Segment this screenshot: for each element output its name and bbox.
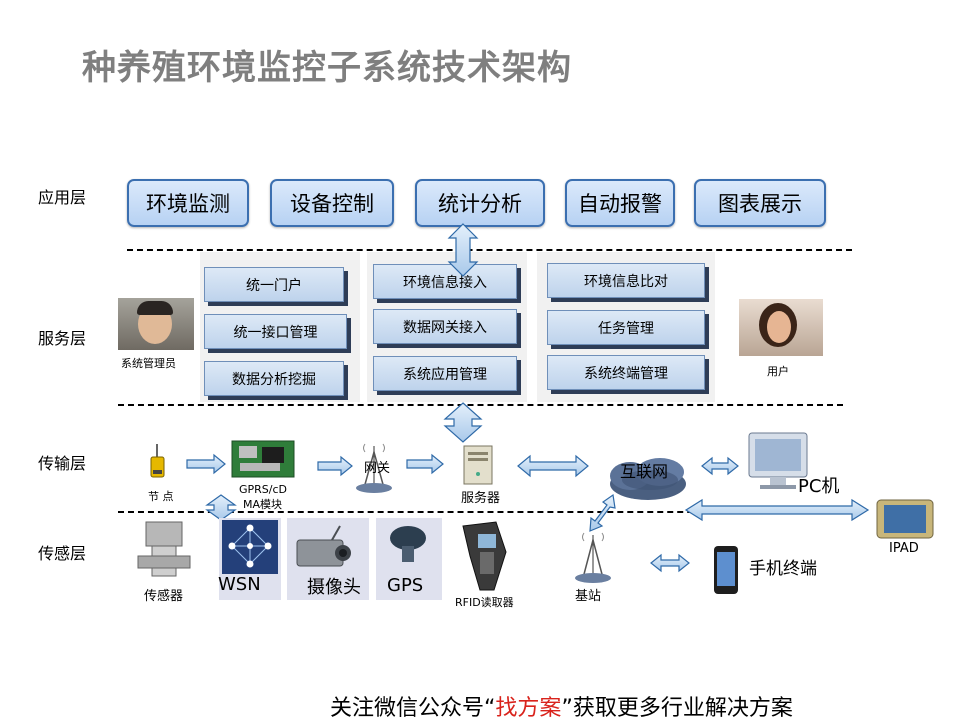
gps-label: GPS	[387, 575, 424, 596]
gateway-label: 网关	[364, 461, 391, 476]
app-statistics: 统计分析	[415, 179, 545, 227]
gprs-label-line1: GPRS/cD	[239, 483, 288, 496]
node-label: 节 点	[148, 490, 174, 503]
base-station-icon	[575, 532, 611, 583]
app-device-control: 设备控制	[270, 179, 394, 227]
footer-prefix: 关注微信公众号	[330, 696, 485, 721]
arrow-service-transport	[443, 402, 483, 443]
arrow-gprs-gateway	[317, 455, 353, 477]
arrow-internet-station	[589, 493, 616, 532]
separator-transport-sensing	[118, 511, 843, 513]
pc-icon	[748, 432, 808, 489]
gps-icon	[390, 526, 426, 562]
arrow-internet-pc	[701, 456, 739, 476]
pc-label: PC机	[798, 476, 840, 497]
service-app-management: 系统应用管理	[373, 356, 517, 391]
footer-highlight: 找方案	[495, 696, 562, 721]
user-label: 用户	[767, 365, 789, 378]
camera-label: 摄像头	[307, 577, 361, 598]
footer-quote-open: “	[484, 696, 496, 721]
wsn-icon	[222, 520, 278, 574]
page-title: 种养殖环境监控子系统技术架构	[82, 48, 572, 88]
arrow-node-gprs	[186, 453, 226, 475]
admin-label: 系统管理员	[121, 357, 176, 370]
sensor-device-icon	[137, 521, 191, 577]
rfid-label: RFID读取器	[455, 596, 514, 609]
sensor-label: 传感器	[144, 589, 184, 604]
user-photo	[739, 299, 823, 356]
phone-label: 手机终端	[749, 559, 817, 579]
service-data-mining: 数据分析挖掘	[204, 361, 344, 396]
rfid-reader-icon	[462, 521, 507, 591]
ipad-label: IPAD	[889, 541, 919, 556]
gprs-module-icon	[231, 440, 295, 478]
gprs-label-line2: MA模块	[243, 498, 283, 511]
node-icon	[150, 444, 165, 478]
camera-icon	[296, 525, 351, 567]
internet-cloud-icon	[610, 458, 686, 500]
admin-photo	[118, 298, 194, 350]
layer-label-service: 服务层	[38, 329, 87, 348]
service-terminal-management: 系统终端管理	[547, 355, 705, 390]
service-unified-portal: 统一门户	[204, 267, 344, 302]
service-interface-management: 统一接口管理	[204, 314, 347, 349]
footer-suffix: 获取更多行业解决方案	[572, 696, 793, 721]
arrow-gateway-server	[406, 453, 444, 475]
internet-label: 互联网	[620, 462, 669, 481]
app-chart-display: 图表展示	[694, 179, 826, 227]
base-station-label: 基站	[575, 589, 602, 604]
footer-quote-close: ”	[561, 696, 573, 721]
arrow-internet-ipad	[684, 498, 870, 522]
separator-service-transport	[118, 404, 843, 406]
app-auto-alarm: 自动报警	[565, 179, 675, 227]
ipad-icon	[876, 499, 934, 539]
layer-label-app: 应用层	[38, 188, 87, 207]
separator-app-service	[127, 249, 852, 251]
arrow-gprs-sensing	[205, 494, 237, 521]
gateway-icon	[356, 443, 392, 493]
service-task-management: 任务管理	[547, 310, 705, 345]
layer-label-sensing: 传感层	[38, 544, 87, 563]
server-label: 服务器	[461, 491, 501, 506]
wsn-label: WSN	[218, 574, 261, 595]
service-env-compare: 环境信息比对	[547, 263, 705, 298]
arrow-station-phone	[650, 553, 690, 573]
phone-icon	[714, 546, 738, 594]
layer-label-transport: 传输层	[38, 454, 87, 473]
arrow-server-internet	[517, 454, 589, 478]
arrow-app-service	[447, 223, 479, 277]
service-gateway-access: 数据网关接入	[373, 309, 517, 344]
service-env-info-access: 环境信息接入	[373, 264, 517, 299]
footer-promo: 关注微信公众号“找方案”获取更多行业解决方案	[330, 690, 793, 722]
app-environment-monitoring: 环境监测	[127, 179, 249, 227]
server-icon	[463, 445, 493, 485]
